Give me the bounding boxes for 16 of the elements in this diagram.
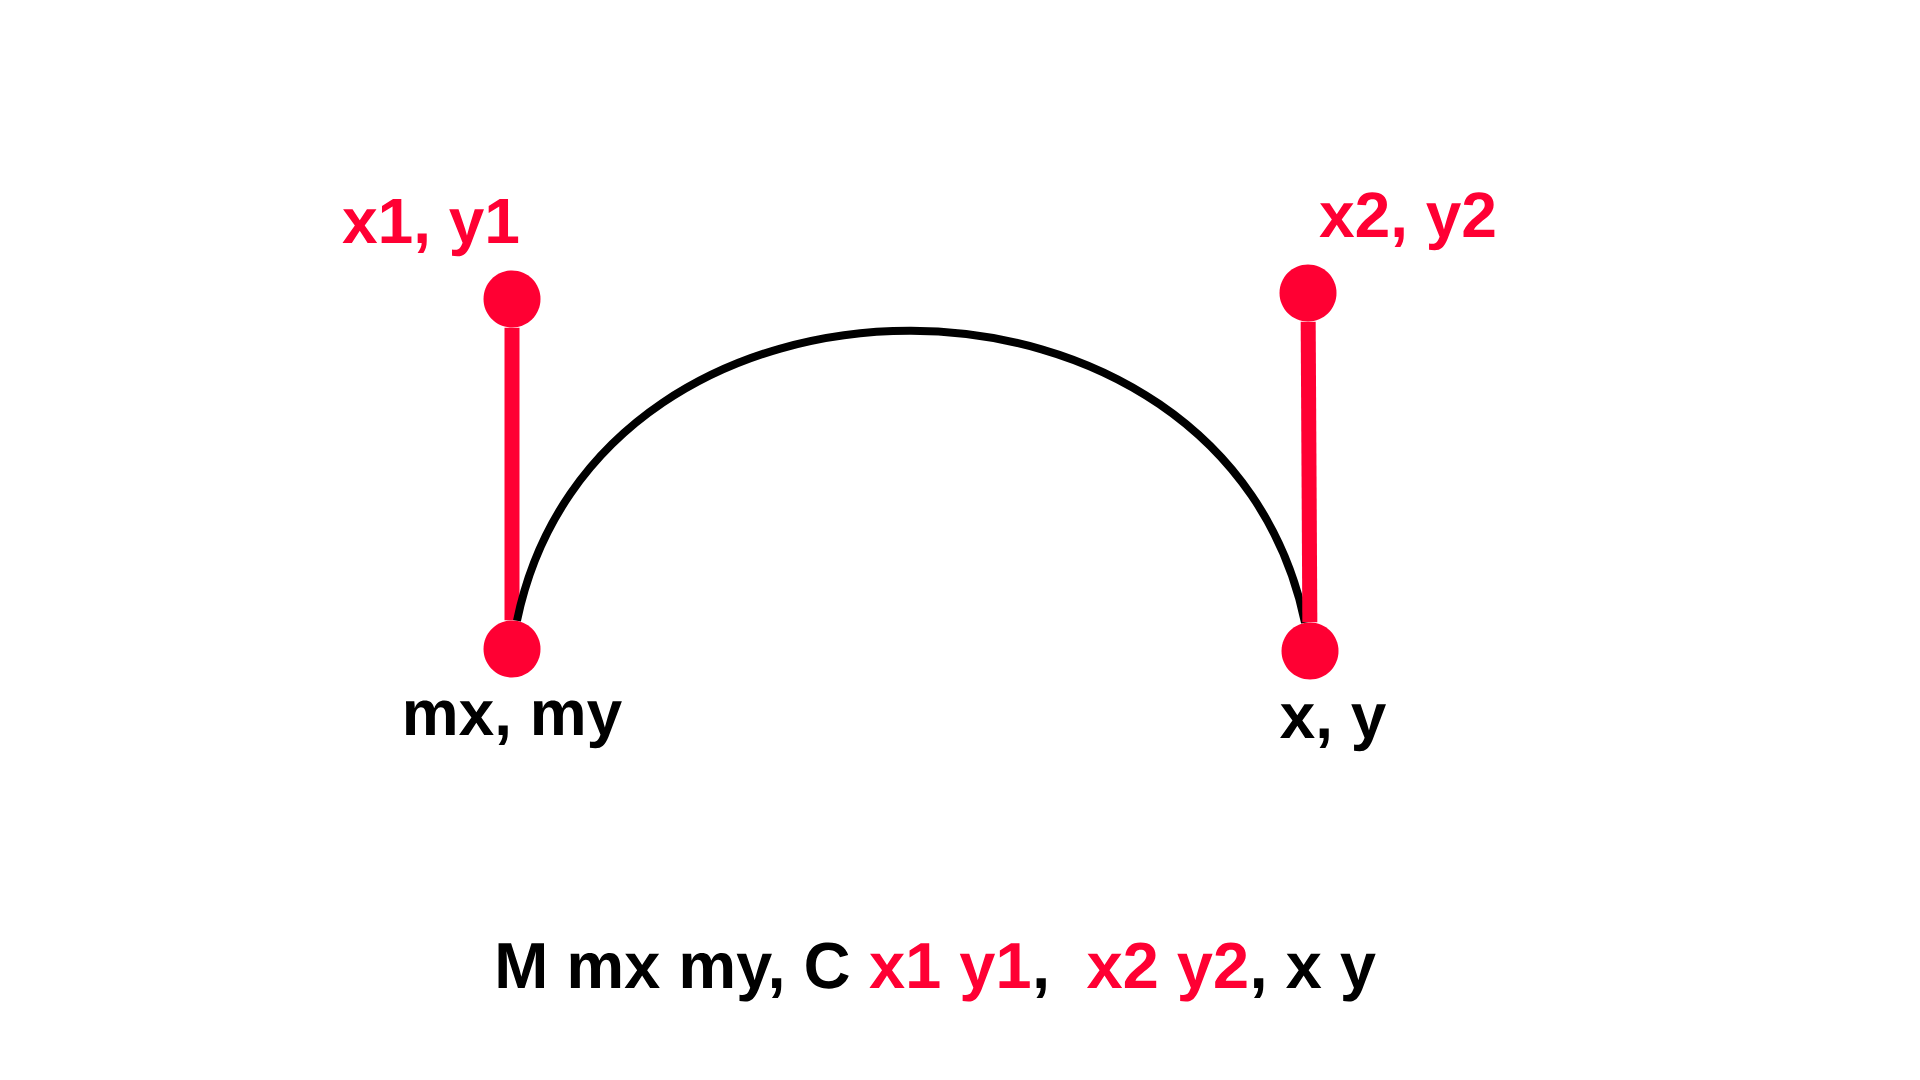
formula-text: x2 y2 [1086, 942, 1247, 1002]
formula-text: , x y [1254, 953, 1376, 1002]
point-dot [483, 270, 541, 328]
handle-line [1300, 321, 1318, 623]
coordinate-label: mx, my [405, 700, 622, 749]
coordinate-label: x2, y2 [1319, 192, 1495, 251]
point-dot [1281, 622, 1339, 680]
formula-text: x1 y1 [869, 943, 1030, 1002]
coordinate-label: x, y [1280, 704, 1386, 752]
formula-text: , [1036, 978, 1046, 999]
handle-line [504, 327, 520, 621]
point-dot [1279, 264, 1337, 322]
curve [513, 327, 1309, 625]
point-dot [483, 620, 541, 678]
formula-text: M mx my, C [498, 942, 849, 1002]
coordinate-label: x1, y1 [342, 198, 519, 257]
